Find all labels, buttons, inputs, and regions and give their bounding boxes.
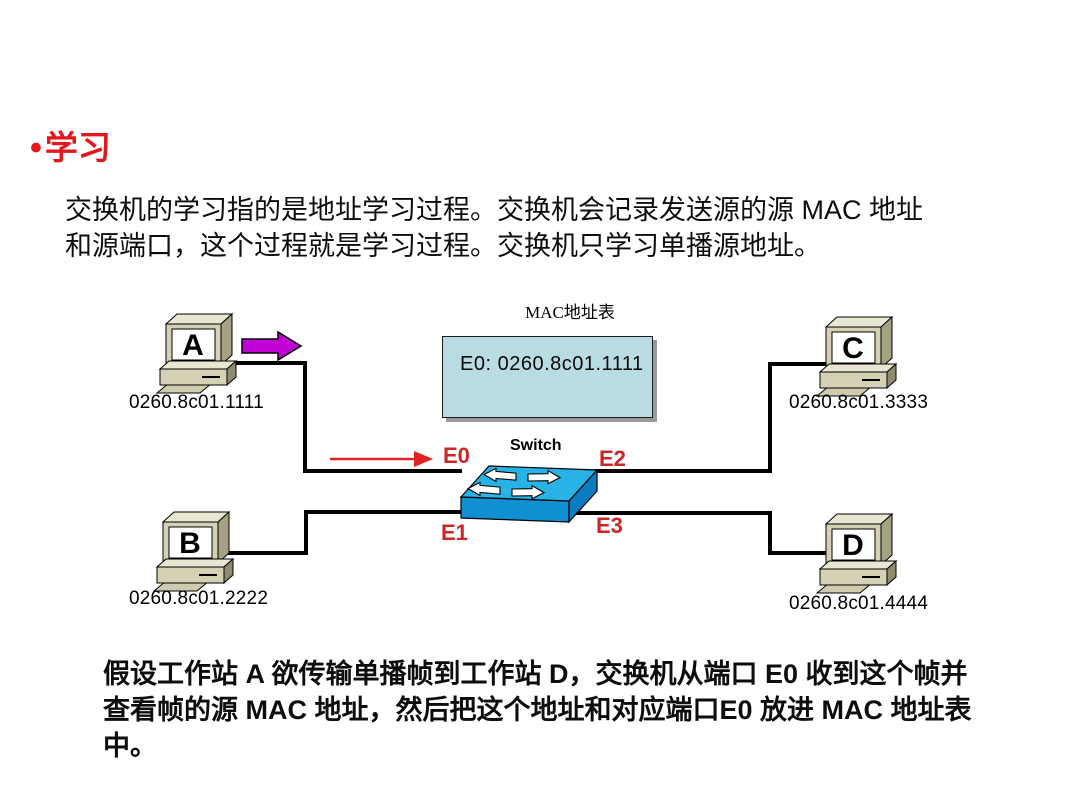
- link-e3-d: [566, 511, 834, 555]
- workstation-b-letter: B: [179, 527, 201, 560]
- port-label-e0: E0: [443, 443, 470, 468]
- switch-arrow-icon: [482, 467, 517, 483]
- workstation-d-mac: 0260.8c01.4444: [789, 593, 929, 614]
- workstation-a-letter: A: [182, 329, 204, 362]
- switch-icon: [459, 465, 598, 524]
- mac-table-title: MAC地址表: [525, 303, 615, 322]
- workstation-d-icon: D: [816, 512, 898, 594]
- workstation-b-icon: B: [153, 510, 235, 592]
- link-e2-c: [594, 362, 834, 473]
- workstation-c-mac: 0260.8c01.3333: [789, 392, 929, 413]
- port-label-e1: E1: [441, 520, 468, 545]
- switch-label: Switch: [510, 437, 562, 454]
- footer-paragraph: 假设工作站 A 欲传输单播帧到工作站 D，交换机从端口 E0 收到这个帧并查看帧…: [103, 659, 972, 761]
- mac-table-entry: E0: 0260.8c01.1111: [460, 353, 644, 375]
- title-bullet: •: [30, 129, 42, 167]
- title-text: 学习: [44, 129, 111, 166]
- port-label-e3: E3: [596, 513, 623, 538]
- workstation-c-icon: C: [816, 315, 898, 397]
- workstation-c-letter: C: [842, 332, 864, 365]
- workstation-a-icon: A: [156, 312, 238, 394]
- link-a-e0: [228, 361, 462, 473]
- switch-arrow-icon: [466, 481, 501, 497]
- mac-table: E0: 0260.8c01.1111: [442, 336, 653, 418]
- workstation-a-mac: 0260.8c01.1111: [129, 392, 264, 413]
- intro-paragraph: 交换机的学习指的是地址学习过程。交换机会记录发送源的源 MAC 地址和源端口，这…: [65, 195, 924, 261]
- port-label-e2: E2: [599, 446, 626, 471]
- switch-arrow-icon: [511, 484, 546, 500]
- link-b-e1: [228, 510, 462, 555]
- transmit-arrow-icon: [330, 451, 433, 467]
- workstation-d-letter: D: [842, 529, 864, 562]
- frame-arrow-icon: [241, 330, 303, 362]
- workstation-b-mac: 0260.8c01.2222: [129, 588, 269, 609]
- page-title: • 学习: [30, 129, 111, 167]
- switch-arrow-icon: [527, 469, 562, 485]
